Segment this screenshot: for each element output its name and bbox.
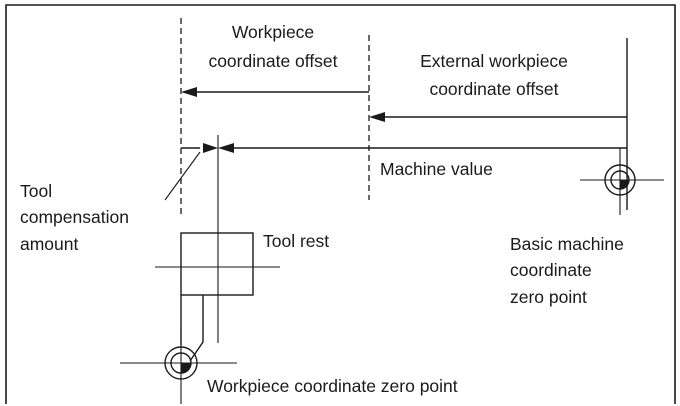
basic-zero-symbol bbox=[580, 148, 664, 215]
workpiece-zero-symbol bbox=[120, 330, 237, 404]
tool-comp-label-3: amount bbox=[20, 234, 79, 254]
tool-rest-body bbox=[180, 232, 254, 296]
basic-zero-label-2: coordinate bbox=[510, 260, 592, 280]
diagram-frame bbox=[5, 4, 676, 404]
workpiece-offset-label-1: Workpiece bbox=[232, 22, 314, 42]
basic-zero-label-3: zero point bbox=[510, 287, 587, 307]
external-offset-arrowhead bbox=[369, 112, 385, 122]
workpiece-zero-label: Workpiece coordinate zero point bbox=[207, 376, 458, 396]
workpiece-offset-label-2: coordinate offset bbox=[208, 51, 337, 71]
tool-rest-label: Tool rest bbox=[263, 231, 329, 251]
external-offset-label-1: External workpiece bbox=[420, 51, 568, 71]
tool-comp-label-2: compensation bbox=[20, 207, 129, 227]
machine-value-label: Machine value bbox=[380, 159, 493, 179]
machine-value-arrowhead bbox=[218, 143, 234, 153]
tool-comp-label-1: Tool bbox=[20, 181, 52, 201]
workpiece-offset-arrowhead bbox=[181, 87, 197, 97]
tool-comp-leader-line bbox=[164, 151, 201, 201]
external-offset-label-2: coordinate offset bbox=[429, 79, 558, 99]
basic-zero-label-1: Basic machine bbox=[510, 234, 624, 254]
tool-comp-arrowhead-right bbox=[203, 143, 218, 153]
